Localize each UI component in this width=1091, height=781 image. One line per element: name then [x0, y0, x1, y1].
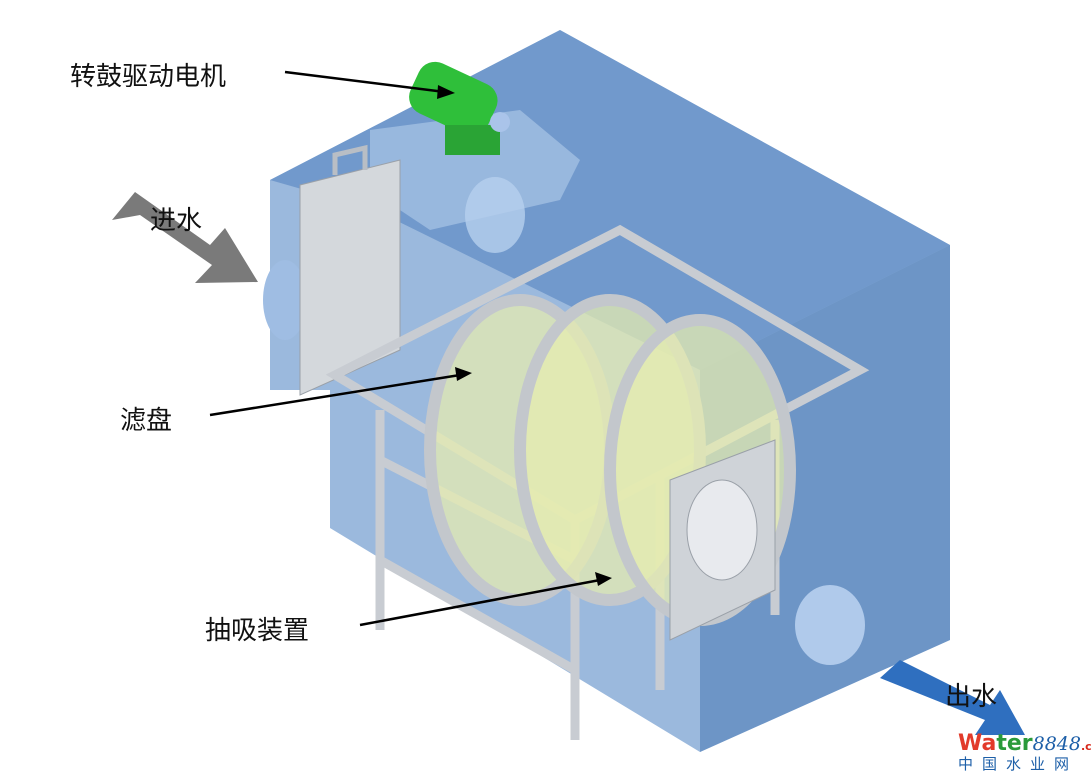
motor-icon	[409, 61, 510, 155]
watermark-tld: .com	[1080, 740, 1091, 753]
leader-lines	[209, 70, 612, 627]
outlet-box	[669, 439, 776, 641]
outlet-arrow-icon	[880, 660, 1025, 735]
watermark-brand-b: ter	[996, 731, 1033, 756]
label-filter-disc: 滤盘	[120, 406, 173, 436]
screen-plate	[299, 144, 401, 396]
inlet-arrow-icon	[112, 192, 258, 283]
watermark-number: 8848	[1032, 733, 1081, 755]
label-suction: 抽吸装置	[205, 616, 310, 646]
watermark-subtitle: 中国水业网	[958, 755, 1079, 773]
watermark-brand-a: Wa	[958, 731, 997, 756]
watermark-logo: Water8848.com 中国水业网	[958, 733, 1091, 772]
label-outlet: 出水	[945, 682, 998, 712]
label-motor: 转鼓驱动电机	[70, 62, 227, 92]
label-inlet: 进水	[150, 206, 203, 236]
